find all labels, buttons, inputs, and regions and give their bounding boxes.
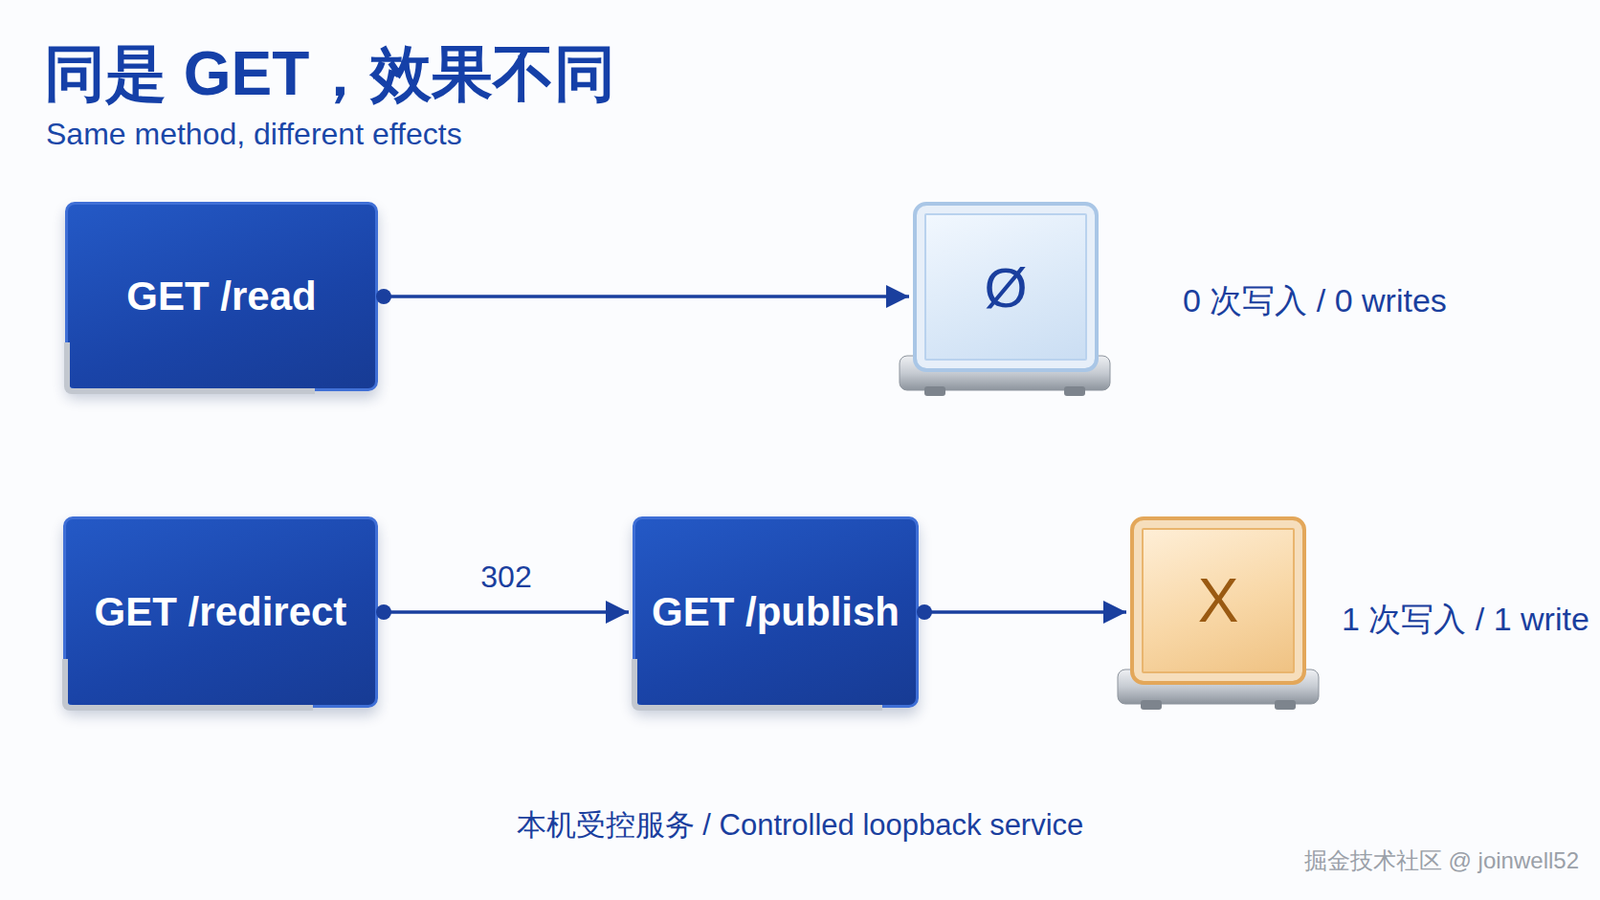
write-count: 0 次写入 / 0 writes bbox=[1182, 279, 1447, 324]
request-box: GET /read bbox=[65, 201, 378, 392]
start-dot bbox=[916, 604, 933, 621]
node-text-group: Ø bbox=[983, 255, 1027, 320]
node-text-group: X bbox=[1198, 565, 1240, 637]
write-count: 1 次写入 / 1 write bbox=[1341, 598, 1590, 643]
watermark: 掘金技术社区 @ joinwell52 bbox=[1304, 845, 1579, 877]
subtitle: Same method, different effects bbox=[45, 116, 463, 153]
node-text: GET /redirect bbox=[94, 589, 348, 636]
metal-bracket bbox=[631, 659, 883, 712]
connector-arrow bbox=[376, 288, 910, 305]
node-text: Ø bbox=[983, 255, 1027, 320]
diagram-title: 同是 GET，效果不同 bbox=[44, 32, 616, 116]
result-cube: X bbox=[1130, 516, 1307, 686]
metal-bracket bbox=[62, 659, 313, 712]
start-dot bbox=[376, 604, 392, 621]
connector-arrow bbox=[376, 604, 629, 621]
node-text: GET /publish bbox=[651, 589, 900, 636]
request-box: GET /publish bbox=[632, 516, 919, 709]
node-text: GET /read bbox=[126, 273, 316, 320]
diagram-caption: 本机受控服务 / Controlled loopback service bbox=[0, 805, 1600, 846]
start-dot bbox=[376, 288, 392, 305]
node-text-group: GET /read bbox=[126, 273, 316, 320]
request-box: GET /redirect bbox=[63, 516, 378, 709]
connector-arrow bbox=[916, 604, 1127, 621]
metal-bracket bbox=[64, 342, 315, 395]
node-text-group: GET /publish bbox=[651, 589, 900, 636]
result-cube: Ø bbox=[912, 201, 1099, 373]
node-text: X bbox=[1198, 565, 1240, 637]
edge-label: 302 bbox=[480, 559, 532, 596]
node-text-group: GET /redirect bbox=[94, 589, 348, 636]
